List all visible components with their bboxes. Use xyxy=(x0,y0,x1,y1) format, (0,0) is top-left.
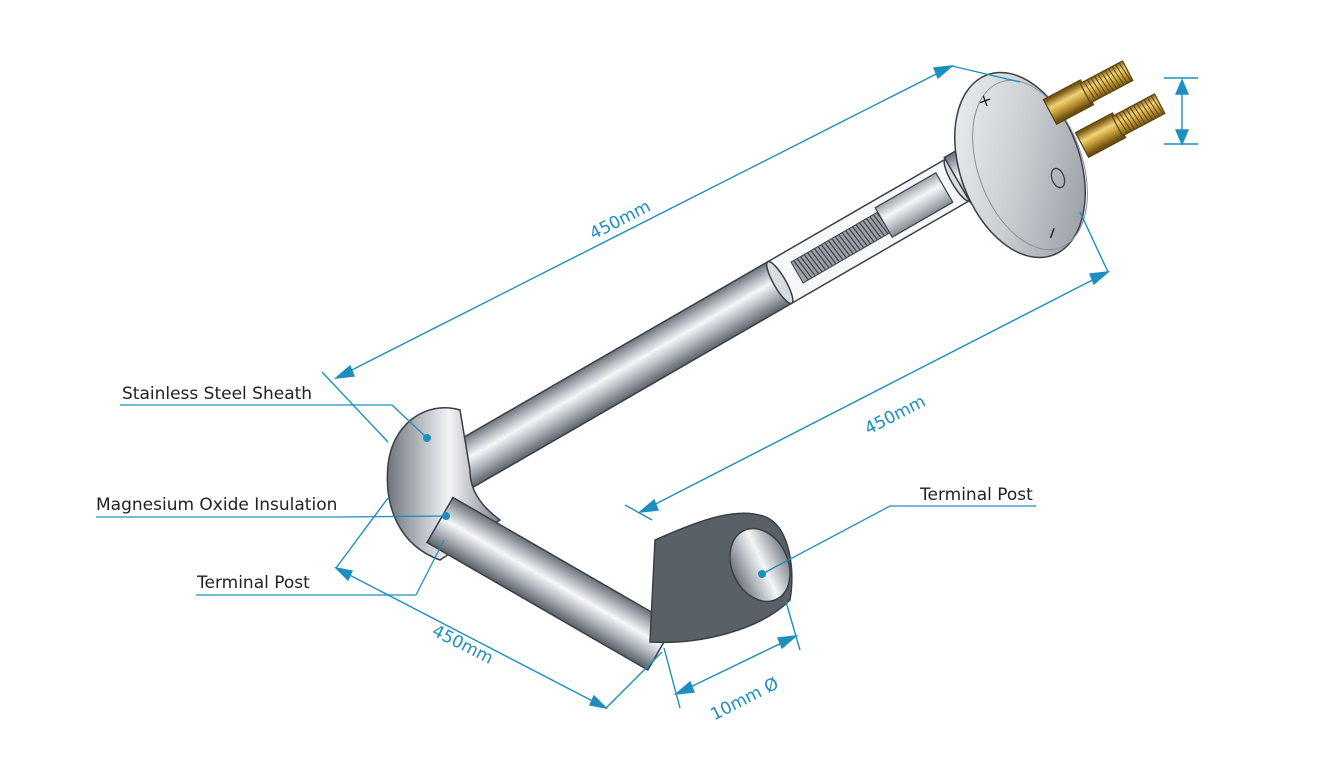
coil-turn xyxy=(800,256,816,277)
coil-turn xyxy=(813,248,830,269)
flange-hole xyxy=(1050,167,1066,189)
thread-ridge xyxy=(1132,104,1146,125)
coil-turn xyxy=(831,238,847,259)
thread-ridge xyxy=(1111,66,1125,86)
thread-ridge xyxy=(1118,62,1132,82)
minus-mark: − xyxy=(1041,223,1065,243)
coil-turn xyxy=(807,252,823,273)
dim-bottom-length: 450mm xyxy=(429,621,497,669)
coil-turn xyxy=(824,242,840,263)
coil-turn xyxy=(810,250,827,271)
label-terminal-post-left: Terminal Post xyxy=(196,573,310,593)
thread-ridge xyxy=(1107,68,1121,88)
lower-tube xyxy=(425,496,675,672)
thread-ridge xyxy=(1083,81,1097,101)
thread-ridge xyxy=(1097,73,1111,93)
coil-turn xyxy=(803,254,820,275)
thread-ridge xyxy=(1150,95,1164,115)
coil-turn xyxy=(820,244,837,265)
coil-turn xyxy=(865,218,882,239)
thread-ridge xyxy=(1136,103,1150,123)
thread-ridge xyxy=(1129,106,1143,126)
coil-turn xyxy=(852,226,868,247)
thread-ridge xyxy=(1104,70,1118,90)
thread-ridge xyxy=(1090,77,1104,97)
thread-ridge xyxy=(1093,75,1107,95)
coil-turn xyxy=(855,224,872,245)
dim-middle-length: 450mm xyxy=(862,392,930,440)
coil-turn xyxy=(834,236,851,257)
thread-ridge xyxy=(1139,101,1153,121)
mounting-flange: + − xyxy=(954,71,1088,259)
coil-turn xyxy=(872,214,889,235)
coil-turn xyxy=(859,222,875,243)
coil-turn xyxy=(827,240,844,261)
thread-ridge xyxy=(1143,99,1157,119)
dim-top-length: 450mm xyxy=(587,197,655,245)
coil-turn xyxy=(841,232,858,253)
label-magnesium-oxide-insulation: Magnesium Oxide Insulation xyxy=(96,495,337,515)
thread-ridge xyxy=(1115,64,1128,84)
coil-turn xyxy=(817,246,834,267)
coil-turn xyxy=(869,216,885,237)
heating-coil xyxy=(790,206,900,284)
coil-turn xyxy=(793,260,809,281)
coil-turn xyxy=(796,258,813,279)
leader-lines xyxy=(96,404,1036,596)
thread-ridge xyxy=(1147,97,1160,117)
thread-ridge xyxy=(1122,110,1136,130)
thread-ridge xyxy=(1100,71,1114,92)
coil-turn xyxy=(848,228,865,249)
plus-mark: + xyxy=(975,89,995,113)
coil-turn xyxy=(862,220,879,241)
tube-end-cap xyxy=(729,527,791,603)
dimension-lines xyxy=(321,65,1198,710)
thread-ridge xyxy=(1086,79,1100,99)
coil-turn xyxy=(845,230,861,251)
label-terminal-post-right: Terminal Post xyxy=(919,485,1033,505)
brass-terminal-upper xyxy=(1042,60,1134,126)
thread-ridge xyxy=(1115,114,1129,134)
brass-terminal-lower xyxy=(1074,93,1166,159)
thread-ridge xyxy=(1118,112,1132,132)
thread-ridge xyxy=(1125,108,1139,128)
dim-diameter: 10mm Ø xyxy=(707,674,782,725)
label-stainless-steel-sheath: Stainless Steel Sheath xyxy=(122,384,312,404)
coil-turn xyxy=(838,234,854,255)
